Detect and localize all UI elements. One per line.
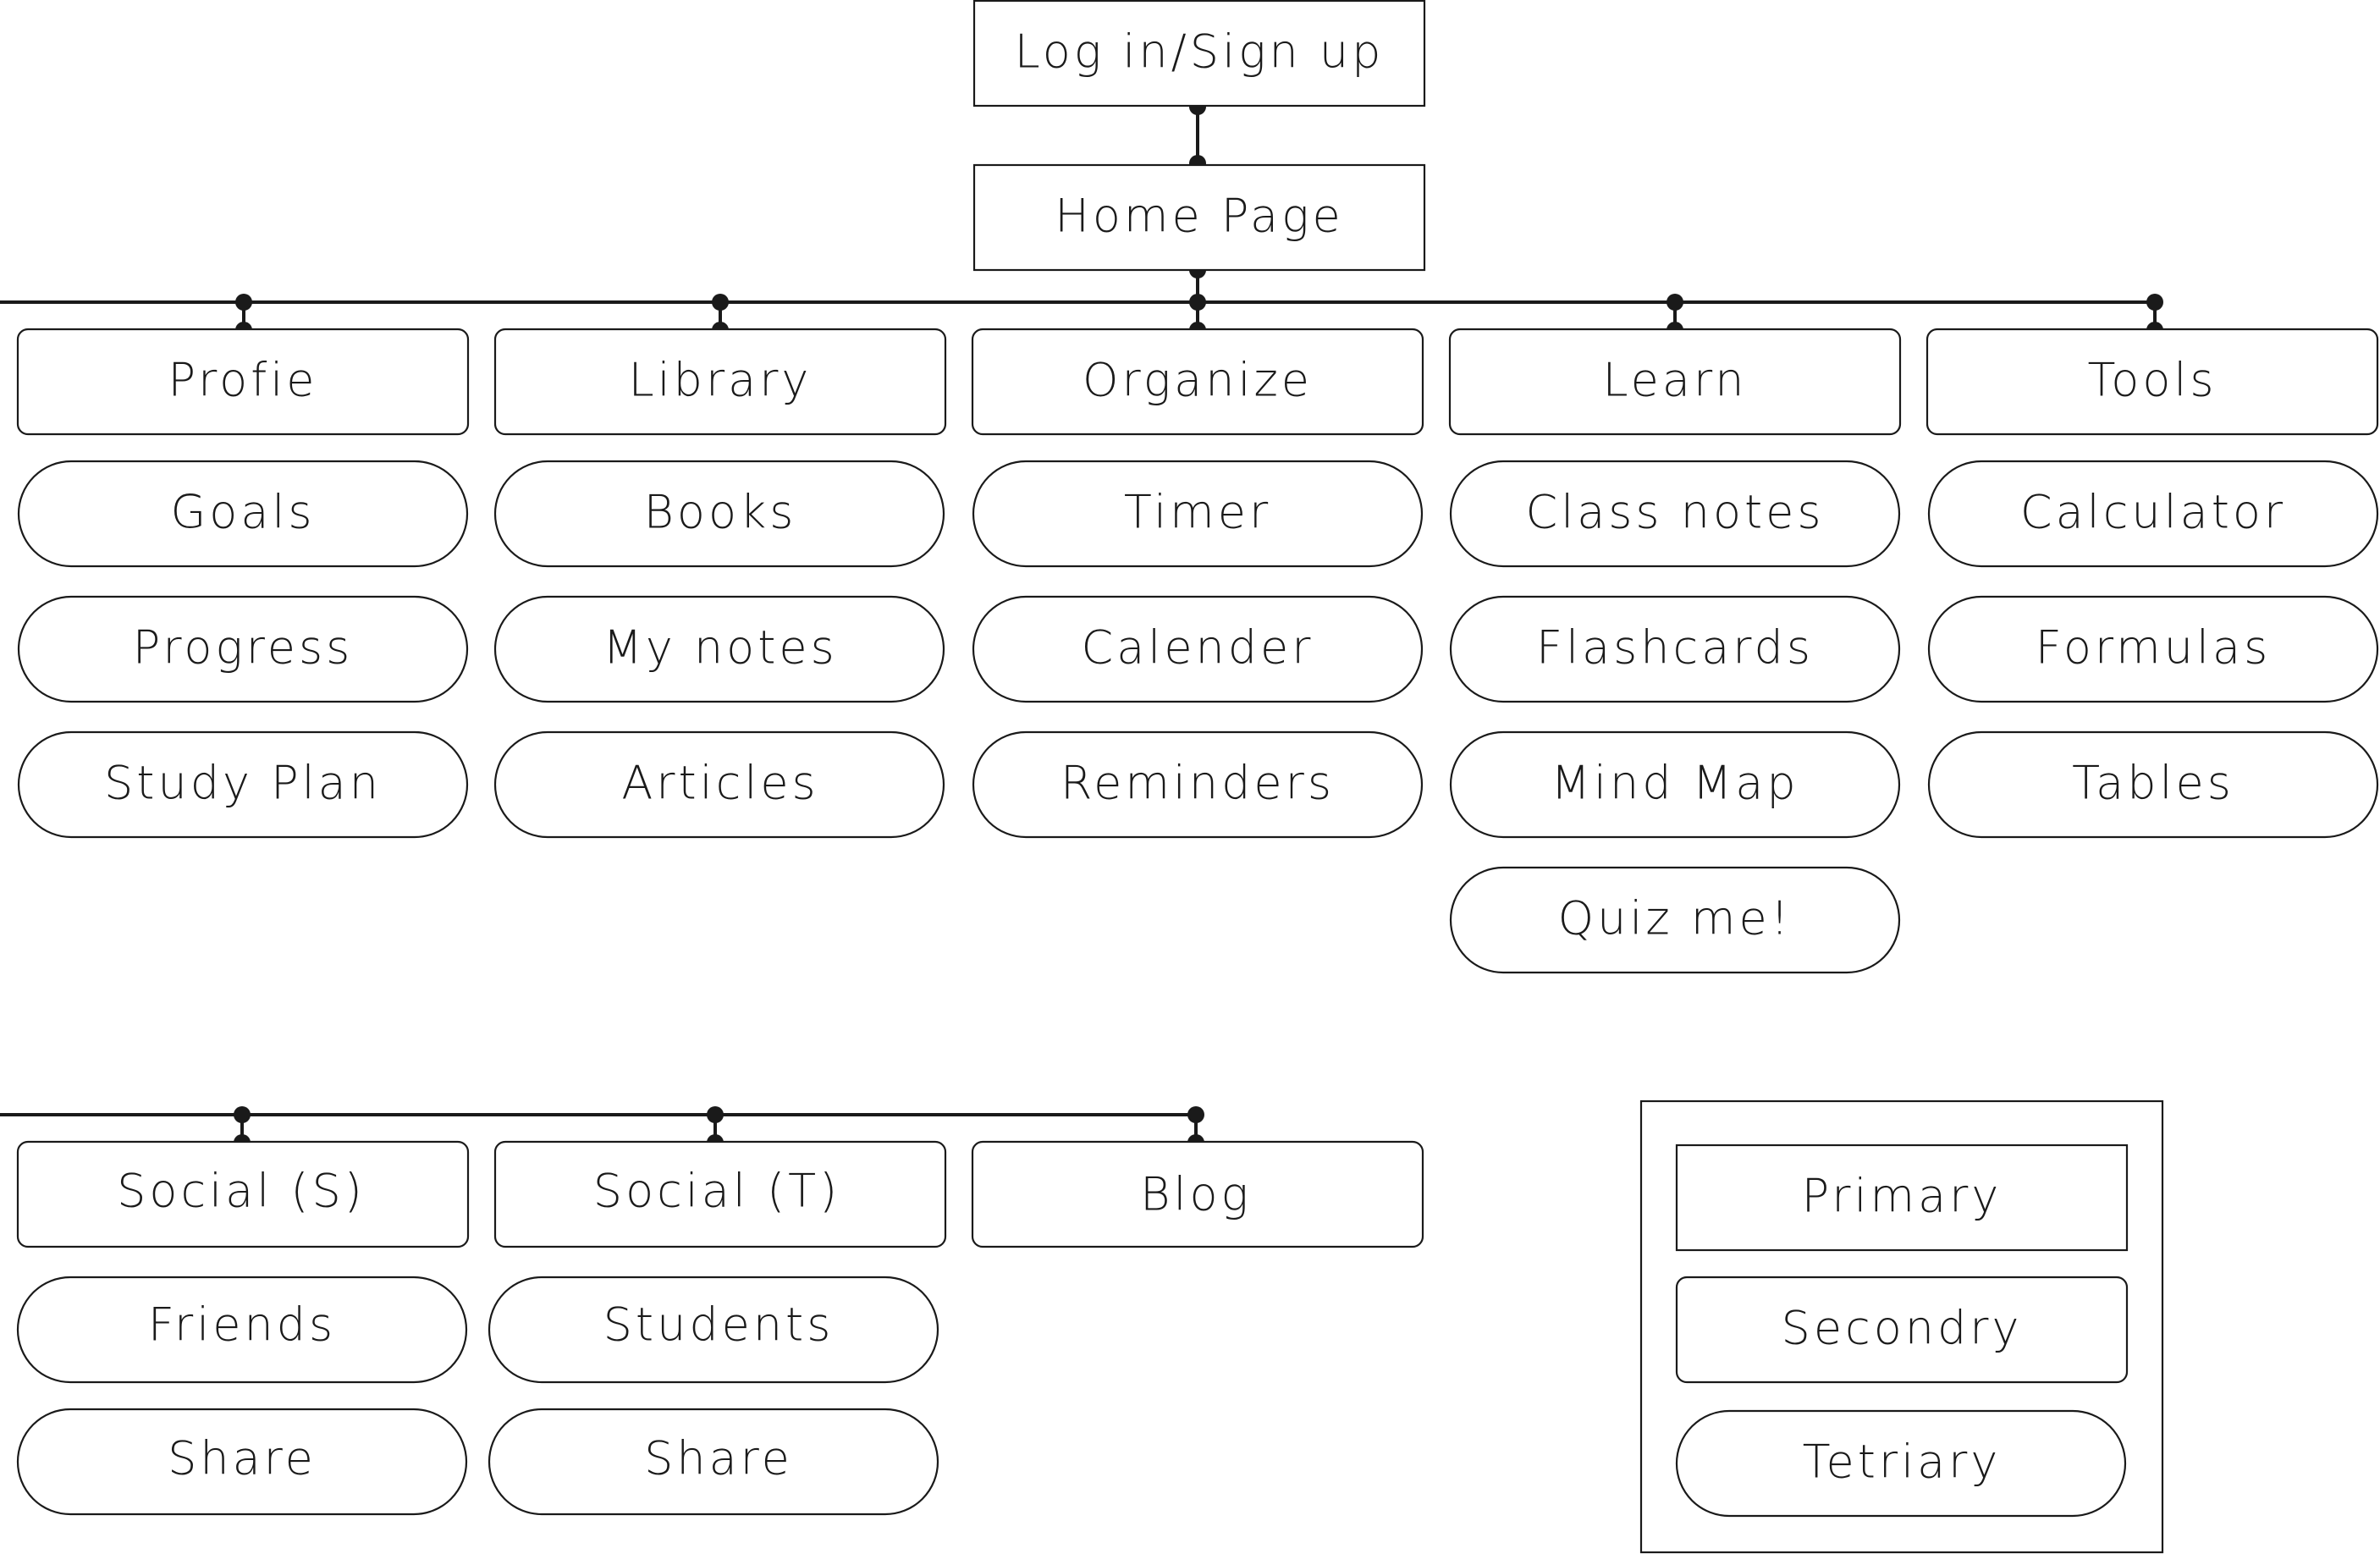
secondary-node-goals[interactable]: Goals: [17, 460, 469, 568]
secondary-node-share-t[interactable]: Share: [488, 1408, 939, 1516]
secondary-node-label: Tables: [2072, 757, 2234, 810]
secondary-node-articles[interactable]: Articles: [493, 730, 945, 839]
secondary-node-label: Formulas: [2036, 621, 2271, 675]
primary-node-label: Social (S): [117, 1165, 366, 1218]
secondary-node-calender[interactable]: Calender: [972, 595, 1424, 703]
legend-secondary-label: Secondry: [1782, 1302, 2023, 1355]
column-social-s: Social (S) Friends Share: [16, 1140, 470, 1516]
connector-dot: [712, 294, 729, 311]
secondary-node-calculator[interactable]: Calculator: [1927, 460, 2379, 568]
connector-dot: [235, 294, 252, 311]
primary-node-library[interactable]: Library: [493, 328, 947, 436]
primary-node-label: Learn: [1603, 354, 1748, 407]
secondary-node-flashcards[interactable]: Flashcards: [1449, 595, 1901, 703]
primary-node-social-t[interactable]: Social (T): [493, 1140, 947, 1248]
primary-node-social-s[interactable]: Social (S): [16, 1140, 470, 1248]
secondary-node-study-plan[interactable]: Study Plan: [17, 730, 469, 839]
secondary-node-reminders[interactable]: Reminders: [972, 730, 1424, 839]
secondary-node-label: Share: [644, 1432, 793, 1485]
secondary-node-label: Reminders: [1061, 757, 1335, 810]
legend-tertiary: Tetriary: [1675, 1409, 2127, 1518]
column-tools: Tools Calculator Formulas Tables: [1925, 328, 2379, 839]
column-library: Library Books My notes Articles: [493, 328, 947, 839]
secondary-node-label: Calculator: [2020, 486, 2286, 539]
secondary-node-label: Class notes: [1525, 486, 1824, 539]
secondary-node-progress[interactable]: Progress: [17, 595, 469, 703]
secondary-node-books[interactable]: Books: [493, 460, 945, 568]
column-organize: Organize Timer Calender Reminders: [971, 328, 1424, 839]
connector-dot: [2146, 294, 2163, 311]
secondary-node-friends[interactable]: Friends: [16, 1276, 468, 1384]
primary-node-blog[interactable]: Blog: [971, 1140, 1424, 1248]
secondary-node-label: Flashcards: [1536, 621, 1814, 675]
secondary-node-label: Goals: [170, 486, 315, 539]
primary-node-label: Library: [629, 354, 813, 407]
secondary-node-label: Articles: [621, 757, 818, 810]
column-learn: Learn Class notes Flashcards Mind Map Qu…: [1448, 328, 1902, 974]
connector-dot: [707, 1106, 724, 1123]
connector-dot: [1189, 294, 1206, 311]
secondary-node-quiz-me[interactable]: Quiz me!: [1449, 866, 1901, 974]
secondary-node-label: Calender: [1082, 621, 1314, 675]
legend-primary-label: Primary: [1802, 1170, 2003, 1223]
secondary-node-label: Mind Map: [1551, 757, 1799, 810]
primary-node-tools[interactable]: Tools: [1925, 328, 2379, 436]
secondary-node-timer[interactable]: Timer: [972, 460, 1424, 568]
node-home-page-label: Home Page: [1055, 190, 1344, 243]
secondary-node-share-s[interactable]: Share: [16, 1408, 468, 1516]
secondary-node-mind-map[interactable]: Mind Map: [1449, 730, 1901, 839]
node-login[interactable]: Log in/Sign up: [972, 0, 1426, 107]
column-blog: Blog: [971, 1140, 1424, 1248]
secondary-node-label: Friends: [148, 1298, 336, 1352]
legend: Primary Secondry Tetriary: [1639, 1099, 2164, 1554]
primary-node-profile[interactable]: Profie: [16, 328, 470, 436]
column-profile: Profie Goals Progress Study Plan: [16, 328, 470, 839]
connector-dot: [1187, 1106, 1204, 1123]
primary-node-label: Tools: [2087, 354, 2217, 407]
primary-node-label: Organize: [1083, 354, 1313, 407]
column-social-t: Social (T) Students Share: [488, 1140, 947, 1516]
secondary-node-label: Timer: [1124, 486, 1271, 539]
secondary-node-label: Students: [603, 1298, 835, 1352]
secondary-node-label: Study Plan: [104, 757, 382, 810]
primary-node-label: Profie: [168, 354, 318, 407]
secondary-node-students[interactable]: Students: [488, 1276, 939, 1384]
legend-primary: Primary: [1675, 1143, 2129, 1252]
primary-node-label: Blog: [1140, 1168, 1252, 1221]
secondary-node-tables[interactable]: Tables: [1927, 730, 2379, 839]
primary-node-organize[interactable]: Organize: [971, 328, 1424, 436]
node-home-page[interactable]: Home Page: [972, 163, 1426, 272]
secondary-node-formulas[interactable]: Formulas: [1927, 595, 2379, 703]
legend-tertiary-label: Tetriary: [1803, 1436, 2002, 1489]
secondary-node-label: Books: [644, 486, 797, 539]
secondary-node-class-notes[interactable]: Class notes: [1449, 460, 1901, 568]
node-login-label: Log in/Sign up: [1015, 25, 1385, 79]
legend-secondary: Secondry: [1675, 1276, 2129, 1384]
primary-node-learn[interactable]: Learn: [1448, 328, 1902, 436]
primary-node-label: Social (T): [593, 1165, 840, 1218]
connector-dot: [234, 1106, 251, 1123]
secondary-node-label: Progress: [133, 621, 354, 675]
secondary-node-label: Share: [168, 1432, 317, 1485]
secondary-node-label: My notes: [603, 621, 838, 675]
secondary-node-my-notes[interactable]: My notes: [493, 595, 945, 703]
secondary-node-label: Quiz me!: [1558, 892, 1793, 945]
connector-dot: [1667, 294, 1683, 311]
